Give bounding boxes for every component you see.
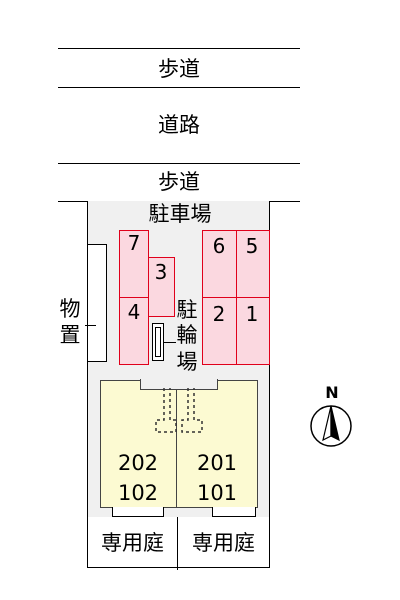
storage-char-2: 置 <box>59 323 81 347</box>
road-line-3 <box>58 163 300 164</box>
garden-right-label: 専用庭 <box>192 531 255 555</box>
slot-number-4: 4 <box>127 300 141 324</box>
garden-divider <box>177 517 178 570</box>
slot-number-5: 5 <box>245 234 259 258</box>
sidewalk-top-label: 歩道 <box>158 57 200 81</box>
north-label: N <box>325 383 339 402</box>
parking-slot-3 <box>148 257 175 317</box>
bike-char-1: 駐 <box>176 298 198 322</box>
slot-number-3: 3 <box>154 260 168 284</box>
stairs-outline <box>155 388 203 433</box>
parking-slot-7 <box>119 230 149 298</box>
bike-leader <box>164 342 176 343</box>
entrance-notch <box>140 379 218 390</box>
building-unit-right <box>176 380 258 508</box>
road-label: 道路 <box>158 113 200 137</box>
unit-201: 201 <box>196 451 238 475</box>
balcony-right <box>212 507 256 517</box>
balcony-left <box>112 507 164 517</box>
north-arrow-icon <box>310 405 352 447</box>
garden-left-label: 専用庭 <box>101 531 164 555</box>
road-line-1 <box>58 48 300 49</box>
bike-char-2: 輪 <box>176 323 198 347</box>
unit-101: 101 <box>196 481 238 505</box>
unit-102: 102 <box>117 481 159 505</box>
slot-number-1: 1 <box>245 302 259 326</box>
garden-area <box>88 517 269 567</box>
parking-slot-2 <box>202 297 237 365</box>
parking-slot-1 <box>236 297 270 365</box>
slot-number-7: 7 <box>127 231 141 255</box>
slot-number-2: 2 <box>212 302 226 326</box>
road-line-2 <box>58 87 300 88</box>
parking-label: 駐車場 <box>148 202 212 226</box>
sidewalk-bottom-label: 歩道 <box>158 170 200 194</box>
storage-leader <box>85 325 96 326</box>
slot-number-6: 6 <box>212 234 226 258</box>
storage-box <box>87 244 107 362</box>
bike-char-3: 場 <box>176 350 198 374</box>
unit-202: 202 <box>117 451 159 475</box>
bike-rack-inner <box>155 327 161 357</box>
storage-char-1: 物 <box>59 297 81 321</box>
parking-slot-4 <box>119 297 149 365</box>
